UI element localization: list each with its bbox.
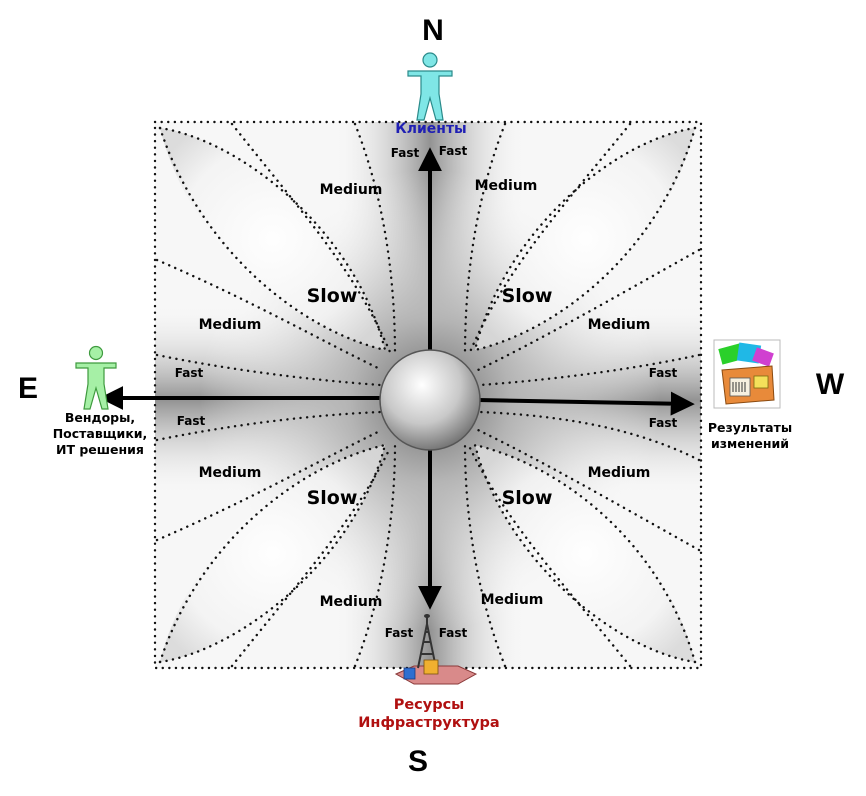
actor-south-line: Ресурсы [394,697,465,713]
zone-label-medium: Medium [475,178,538,194]
actor-west-line: изменений [711,436,789,451]
zone-label-medium: Medium [320,594,383,610]
zone-label-slow: Slow [502,285,553,307]
person-icon [407,52,453,121]
zone-label-medium: Medium [320,182,383,198]
zone-labels: Slow Slow Slow Slow Medium Medium Medium… [175,144,678,640]
zone-label-fast: Fast [649,416,678,430]
actor-east-line: Поставщики, [53,426,148,441]
actor-west-label: Результаты изменений [708,420,792,451]
actor-south-label: Ресурсы Инфраструктура [358,697,499,731]
zone-label-medium: Medium [199,317,262,333]
compass-south: S [408,745,428,778]
actor-east-label: Вендоры, Поставщики, ИТ решения [53,410,148,457]
actor-east-line: Вендоры, [65,410,135,425]
arrow-west [477,391,695,416]
compass-east: E [18,372,38,405]
zone-label-fast: Fast [177,414,206,428]
zone-label-medium: Medium [588,465,651,481]
zone-label-fast: Fast [391,146,420,160]
zone-label-medium: Medium [199,465,262,481]
zone-label-slow: Slow [307,285,358,307]
zone-label-medium: Medium [481,592,544,608]
compass-north: N [422,14,444,47]
zone-label-fast: Fast [385,626,414,640]
actor-west-line: Результаты [708,420,792,435]
person-icon [75,345,117,410]
actor-south-line: Инфраструктура [358,715,499,731]
zone-label-fast: Fast [649,366,678,380]
zone-label-fast: Fast [175,366,204,380]
axes [99,147,695,610]
change-results-icon [713,339,781,409]
zone-label-medium: Medium [588,317,651,333]
zone-boundaries [155,122,701,668]
zone-label-slow: Slow [307,487,358,509]
zone-label-fast: Fast [439,144,468,158]
center-sphere [379,349,481,451]
zone-label-fast: Fast [439,626,468,640]
compass-west: W [816,368,845,401]
actor-north-label: Клиенты [395,121,466,137]
actor-east-line: ИТ решения [56,442,144,457]
infrastructure-tower-icon [394,614,478,685]
zone-label-slow: Slow [502,487,553,509]
